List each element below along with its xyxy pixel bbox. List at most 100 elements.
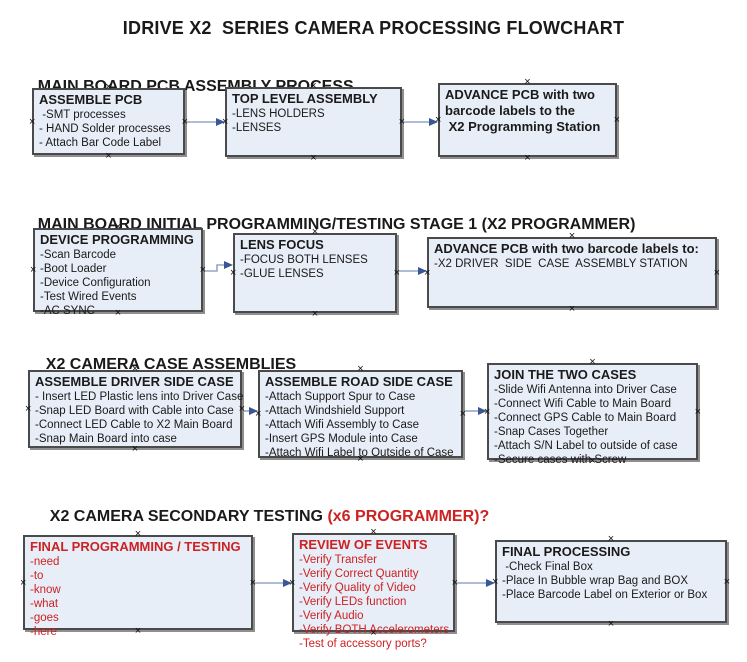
connection-point-icon: × bbox=[568, 303, 576, 315]
section-heading-secondary-testing: X2 CAMERA SECONDARY TESTING (x6 PROGRAMM… bbox=[32, 490, 489, 544]
box-title: ASSEMBLE DRIVER SIDE CASE bbox=[35, 374, 234, 389]
box-item: -GLUE LENSES bbox=[240, 268, 324, 280]
connection-point-icon: × bbox=[435, 114, 442, 126]
connection-point-icon: × bbox=[310, 152, 317, 164]
box-item: -what bbox=[30, 598, 59, 610]
connection-point-icon: × bbox=[694, 405, 701, 418]
box-item: -X2 DRIVER SIDE CASE ASSEMBLY STATION bbox=[434, 258, 688, 270]
box-item: -to bbox=[30, 570, 44, 582]
box-final-processing: FINAL PROCESSING -Check Final Box -Place… bbox=[492, 534, 730, 630]
box-item: -Snap Main Board into case bbox=[35, 433, 177, 445]
connection-point-icon: × bbox=[255, 408, 262, 420]
box-item: -Verify LEDs function bbox=[299, 596, 407, 608]
box-item: -need bbox=[30, 556, 60, 568]
box-item: -LENSES bbox=[232, 122, 282, 134]
box-title: FINAL PROGRAMMING / TESTING bbox=[30, 539, 241, 554]
box-item: -AC SYNC bbox=[40, 305, 95, 317]
box-item: -goes bbox=[30, 612, 59, 624]
connection-point-icon: × bbox=[589, 356, 596, 368]
flow-arrow bbox=[255, 579, 292, 587]
box-item: -know bbox=[30, 584, 61, 596]
flow-arrow bbox=[399, 267, 427, 275]
box-review-of-events: REVIEW OF EVENTS -Verify Transfer -Verif… bbox=[289, 527, 458, 651]
connection-point-icon: × bbox=[289, 576, 296, 589]
connection-point-icon: × bbox=[484, 405, 491, 418]
box-item: -Scan Barcode bbox=[40, 249, 117, 261]
connection-point-icon: × bbox=[492, 575, 499, 588]
box-item: -Attach Support Spur to Case bbox=[265, 391, 416, 403]
connection-point-icon: × bbox=[524, 152, 531, 164]
box-item: -Attach S/N Label to outside of case bbox=[494, 440, 678, 452]
box-item: - Attach Bar Code Label bbox=[39, 137, 162, 149]
connection-point-icon: × bbox=[222, 116, 229, 128]
connection-point-icon: × bbox=[25, 403, 32, 415]
box-item: -Device Configuration bbox=[40, 277, 151, 289]
box-title: ASSEMBLE ROAD SIDE CASE bbox=[265, 374, 453, 389]
box-join-the-two-cases: JOIN THE TWO CASES -Slide Wifi Antenna i… bbox=[484, 357, 701, 467]
box-title: LENS FOCUS bbox=[240, 237, 324, 252]
connection-point-icon: × bbox=[524, 76, 531, 88]
box-item: -Boot Loader bbox=[40, 263, 107, 275]
connection-point-icon: × bbox=[723, 575, 730, 588]
box-assemble-driver-side-case: ASSEMBLE DRIVER SIDE CASE - Insert LED P… bbox=[25, 364, 245, 455]
box-lens-focus: LENS FOCUS -FOCUS BOTH LENSES -GLUE LENS… bbox=[230, 227, 400, 320]
section-heading-text: X2 CAMERA CASE ASSEMBLIES bbox=[45, 356, 297, 373]
box-title: TOP LEVEL ASSEMBLY bbox=[232, 91, 378, 106]
connection-point-icon: × bbox=[105, 150, 112, 162]
box-title: JOIN THE TWO CASES bbox=[494, 367, 637, 382]
box-assemble-pcb: ASSEMBLE PCB -SMT processes - HAND Solde… bbox=[29, 82, 188, 162]
box-item: -Verify Audio bbox=[299, 610, 364, 622]
box-title: ASSEMBLE PCB bbox=[39, 92, 143, 107]
flow-arrow bbox=[244, 407, 258, 415]
box-item: -Snap LED Board with Cable into Case bbox=[35, 405, 234, 417]
connection-point-icon: × bbox=[20, 576, 27, 589]
box-item: -Test of accessory ports? bbox=[299, 638, 427, 650]
connection-point-icon: × bbox=[30, 264, 37, 276]
box-item: -Snap Cases Together bbox=[494, 426, 609, 438]
box-item: - Insert LED Plastic lens into Driver Ca… bbox=[35, 391, 244, 403]
connection-point-icon: × bbox=[393, 267, 400, 279]
section-heading-case-assemblies: X2 CAMERA CASE ASSEMBLIES bbox=[28, 338, 296, 392]
box-advance-pcb-programming-station: ADVANCE PCB with two barcode labels to t… bbox=[435, 77, 620, 164]
box-item: -Connect GPS Cable to Main Board bbox=[494, 412, 677, 424]
connection-point-icon: × bbox=[424, 266, 431, 279]
connection-point-icon: × bbox=[613, 114, 620, 126]
box-title: FINAL PROCESSING bbox=[502, 544, 631, 559]
flow-arrow bbox=[404, 118, 438, 126]
box-item: -Verify Transfer bbox=[299, 554, 377, 566]
box-title: ADVANCE PCB with two barcode labels to: bbox=[434, 241, 699, 256]
connection-point-icon: × bbox=[131, 443, 139, 455]
connection-point-icon: × bbox=[451, 576, 458, 589]
box-final-programming-testing: FINAL PROGRAMMING / TESTING -need -to -k… bbox=[20, 529, 256, 639]
flow-arrow bbox=[465, 407, 487, 415]
flow-arrow bbox=[187, 118, 225, 126]
connection-point-icon: × bbox=[607, 533, 615, 545]
box-title: ADVANCE PCB with two barcode labels to t… bbox=[445, 87, 601, 134]
flow-arrow bbox=[205, 261, 233, 272]
connection-point-icon: × bbox=[713, 266, 720, 279]
connection-point-icon: × bbox=[459, 408, 466, 420]
connection-point-icon: × bbox=[249, 576, 256, 589]
section-heading-red-text: (x6 PROGRAMMER)? bbox=[327, 508, 490, 525]
box-item: -SMT processes bbox=[39, 109, 126, 121]
box-item: -Check Final Box bbox=[502, 561, 593, 573]
box-item: -Place In Bubble wrap Bag and BOX bbox=[502, 575, 689, 587]
flow-arrow bbox=[457, 579, 495, 587]
box-item: -Place Barcode Label on Exterior or Box bbox=[502, 589, 708, 601]
box-item: -Verify Quality of Video bbox=[299, 582, 416, 594]
box-item: -Insert GPS Module into Case bbox=[265, 433, 418, 445]
box-item: -here bbox=[30, 626, 57, 638]
connection-point-icon: × bbox=[29, 115, 36, 128]
connection-point-icon: × bbox=[311, 308, 319, 320]
box-assemble-road-side-case: ASSEMBLE ROAD SIDE CASE -Attach Support … bbox=[255, 364, 466, 465]
box-item: -Secure cases with Screw bbox=[494, 454, 627, 466]
box-item: -Verify Correct Quantity bbox=[299, 568, 419, 580]
connection-point-icon: × bbox=[181, 115, 188, 128]
box-title: DEVICE PROGRAMMING bbox=[40, 232, 194, 247]
connection-point-icon: × bbox=[357, 363, 364, 375]
connection-point-icon: × bbox=[199, 264, 206, 276]
box-item: -Connect LED Cable to X2 Main Board bbox=[35, 419, 233, 431]
box-item: -FOCUS BOTH LENSES bbox=[240, 254, 368, 266]
box-item: -Attach Wifi Assembly to Case bbox=[265, 419, 420, 431]
